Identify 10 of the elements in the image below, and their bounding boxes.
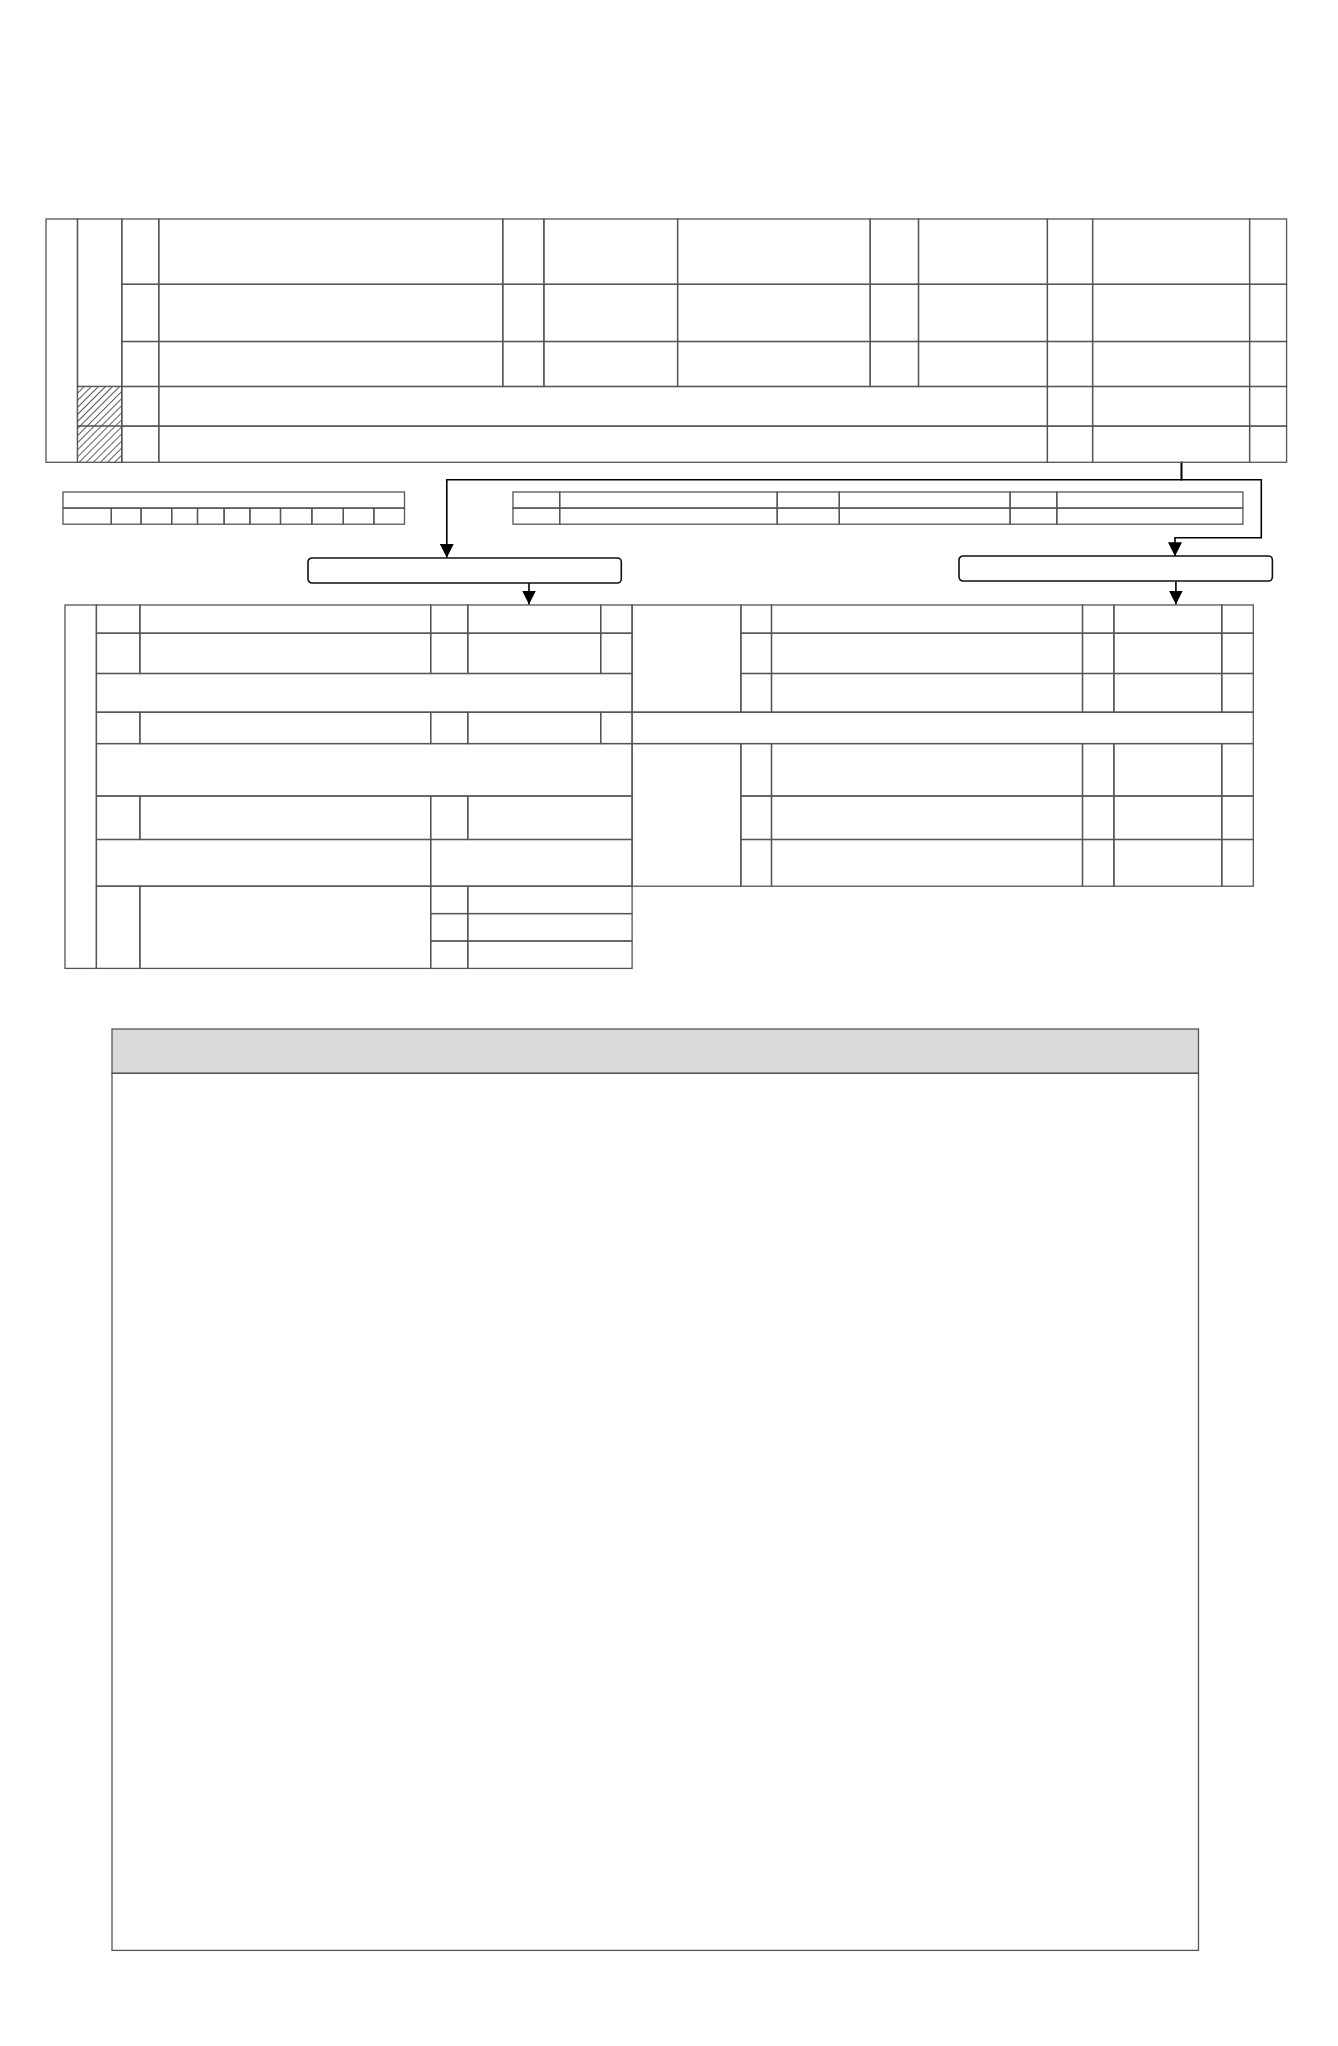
arrow: [1168, 461, 1263, 557]
form-table: [65, 604, 1254, 968]
form-table: [46, 218, 1287, 462]
form-table: [512, 491, 1243, 524]
rounded-box: [959, 556, 1273, 582]
form-table: [62, 491, 405, 524]
notes-panel: [112, 1028, 1199, 1950]
rounded-box: [308, 557, 622, 583]
arrow: [522, 582, 536, 606]
arrow: [1168, 580, 1183, 606]
